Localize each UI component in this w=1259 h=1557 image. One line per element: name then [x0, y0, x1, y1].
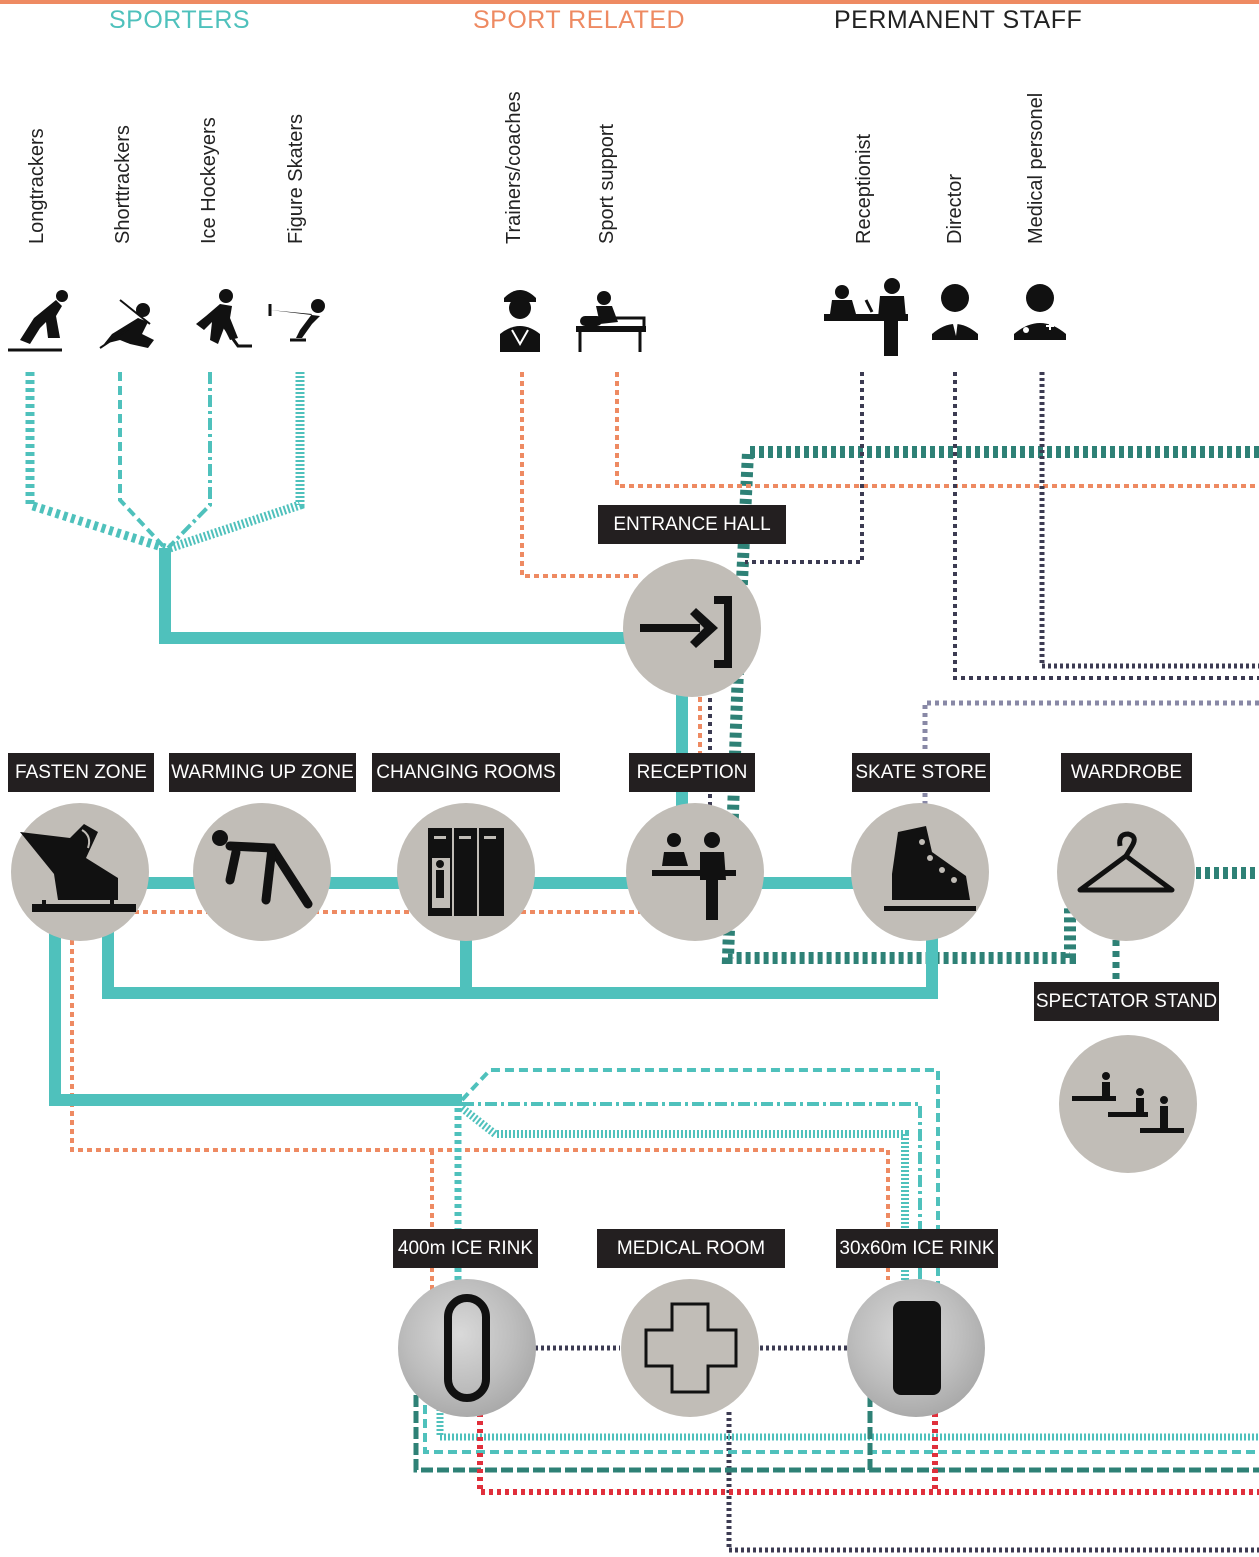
- coach-icon: [500, 290, 540, 352]
- reception-node[interactable]: [626, 803, 764, 941]
- staff-director: [953, 372, 1259, 680]
- label-fasten-zone: FASTEN ZONE: [8, 753, 154, 792]
- spectator-stand-node[interactable]: [1059, 1035, 1197, 1173]
- teal-main-entrance: [159, 548, 640, 644]
- hockey-player-icon: [196, 289, 252, 348]
- branch-shorttrackers: [118, 372, 167, 550]
- label-spectator-stand: SPECTATOR STAND: [1034, 982, 1219, 1021]
- coat-hanger-icon: [1077, 831, 1175, 893]
- teal-lower-route: [49, 930, 462, 1106]
- darkteal-bottom: [413, 1395, 1259, 1473]
- skate-boot-icon: [884, 826, 976, 911]
- reception-desk-icon: [652, 832, 736, 920]
- red-bottom: [477, 1405, 1259, 1495]
- massage-table-icon: [576, 291, 646, 352]
- staff-receptionist: [745, 372, 864, 564]
- oval-track-icon: [444, 1294, 490, 1402]
- role-ice-hockeyers: Ice Hockeyers: [198, 117, 220, 244]
- dark-teal-route-top: [721, 446, 1259, 964]
- figure-skater-icon: [268, 299, 325, 342]
- branch-figure: [168, 372, 305, 553]
- staff-medical-down: [726, 1412, 1259, 1553]
- orange-trainers: [520, 372, 640, 578]
- receptionist-desk-icon: [824, 278, 908, 356]
- label-entrance-hall: ENTRANCE HALL: [598, 505, 786, 544]
- rectangular-rink-icon: [893, 1301, 941, 1395]
- category-sport-related: SPORT RELATED: [473, 6, 686, 34]
- ice-rink-400-node[interactable]: [398, 1279, 536, 1417]
- label-skate-store: SKATE STORE: [852, 753, 990, 792]
- role-shorttrackers: Shorttrackers: [112, 125, 134, 244]
- changing-rooms-node[interactable]: [397, 803, 535, 941]
- wardrobe-node[interactable]: [1057, 803, 1195, 941]
- lockers-icon: [428, 828, 504, 916]
- skate-fasten-icon: [20, 824, 136, 912]
- role-longtrackers: Longtrackers: [26, 128, 48, 244]
- label-warming-up-zone: WARMING UP ZONE: [169, 753, 356, 792]
- skate-store-node[interactable]: [851, 803, 989, 941]
- fasten-zone-node[interactable]: [11, 803, 149, 941]
- teal-dashdot: [462, 1102, 922, 1290]
- warming-up-zone-node[interactable]: [193, 803, 331, 941]
- branch-hockeyers: [166, 372, 212, 550]
- role-trainers: Trainers/coaches: [503, 91, 525, 244]
- top-rule: [0, 0, 1259, 4]
- teal-dashed-upper: [460, 1068, 940, 1290]
- label-reception: RECEPTION: [629, 753, 755, 792]
- role-sport-support: Sport support: [596, 123, 618, 244]
- teal-bottom-fine: [436, 1405, 1259, 1441]
- branch-longtrackers: [25, 372, 167, 553]
- medical-room-node[interactable]: [621, 1279, 759, 1417]
- category-sporters: SPORTERS: [109, 6, 251, 34]
- spectator-seats-icon: [1072, 1072, 1184, 1133]
- short-track-skater-icon: [99, 299, 154, 349]
- stretching-person-icon: [212, 830, 313, 909]
- entrance-hall-node[interactable]: [623, 559, 761, 697]
- role-figure-skaters: Figure Skaters: [285, 113, 307, 244]
- label-changing-rooms: CHANGING ROOMS: [372, 753, 560, 792]
- label-wardrobe: WARDROBE: [1061, 753, 1192, 792]
- director-icon: [932, 284, 978, 340]
- teal-bottom-dash: [423, 1405, 1259, 1454]
- speed-skater-icon: [8, 290, 68, 352]
- label-medical-room: MEDICAL ROOM: [597, 1229, 785, 1268]
- medical-cross-icon: [644, 1302, 738, 1394]
- label-ice-rink-30x60: 30x60m ICE RINK: [836, 1229, 998, 1268]
- label-ice-rink-400: 400m ICE RINK: [393, 1229, 538, 1268]
- role-director: Director: [944, 173, 966, 244]
- role-receptionist: Receptionist: [853, 133, 875, 244]
- orange-sport-support: [615, 372, 1259, 488]
- ice-rink-30x60-node[interactable]: [847, 1279, 985, 1417]
- entrance-arrow-icon: [640, 596, 732, 668]
- category-permanent-staff: PERMANENT STAFF: [834, 6, 1083, 34]
- orange-lower-loop: [70, 940, 890, 1280]
- doctor-icon: [1014, 284, 1066, 340]
- staff-medical: [1039, 372, 1259, 669]
- teal-fine: [459, 1104, 909, 1290]
- role-medical: Medical personel: [1025, 92, 1047, 244]
- teal-loop-bottom: [102, 930, 938, 999]
